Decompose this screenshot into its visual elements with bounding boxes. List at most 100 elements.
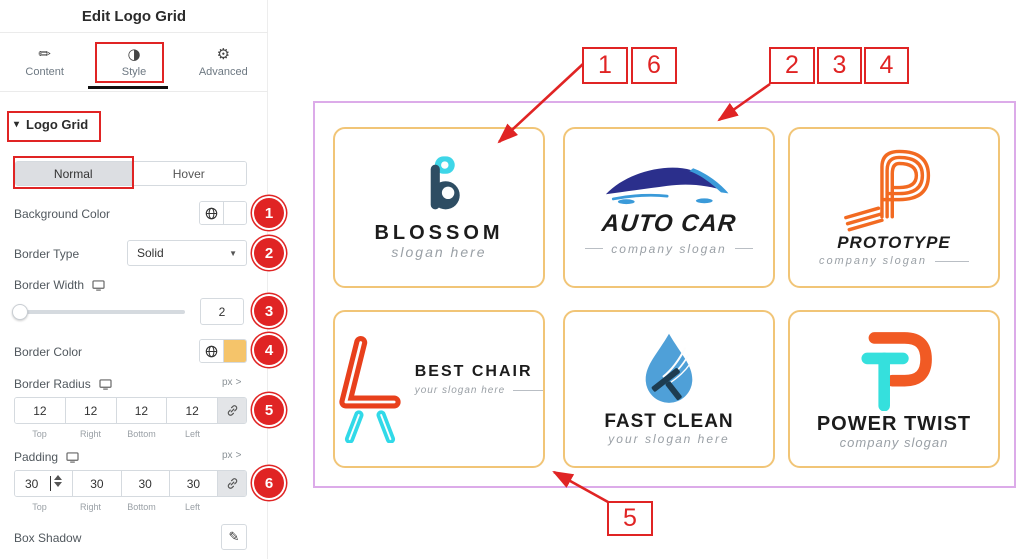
link-values-button[interactable]: [217, 398, 246, 423]
logo-name: POWER TWIST: [816, 412, 972, 435]
auto-car-logo-icon: [605, 167, 729, 205]
border-width-slider[interactable]: [12, 304, 185, 320]
border-width-input[interactable]: [200, 298, 244, 325]
blossom-logo-icon: [430, 155, 460, 209]
dim-bottom-label: Bottom: [127, 502, 156, 512]
logo-name: AUTO CAR: [600, 210, 738, 238]
logo-card-auto-car[interactable]: AUTO CAR company slogan: [563, 127, 775, 288]
border-radius-label: Border Radius: [14, 377, 112, 391]
border-radius-bottom-input[interactable]: [115, 398, 167, 423]
state-normal-button[interactable]: Normal: [16, 162, 131, 185]
dim-bottom-label: Bottom: [127, 429, 156, 439]
padding-top-stepper[interactable]: [54, 475, 62, 487]
border-radius-left-input[interactable]: [166, 398, 217, 423]
callout-circle-1: 1: [254, 198, 284, 228]
logo-card-prototype[interactable]: PROTOTYPE company slogan: [788, 127, 1000, 288]
dim-left-label: Left: [184, 502, 200, 512]
background-color-swatch[interactable]: [222, 202, 246, 224]
tab-advanced-label: Advanced: [198, 65, 248, 78]
border-type-value: Solid: [137, 246, 164, 260]
border-width-label-text: Border Width: [14, 278, 85, 292]
border-color-picker[interactable]: [199, 339, 247, 363]
section-caret-icon: ▾: [14, 119, 20, 130]
callout-box-4: 4: [864, 47, 909, 84]
state-switcher: Normal Hover: [15, 161, 247, 186]
section-title: Logo Grid: [26, 117, 89, 132]
fast-clean-logo-icon: [645, 333, 693, 403]
padding-right-input[interactable]: [72, 471, 121, 496]
padding-unit-select[interactable]: px ˃: [222, 450, 241, 461]
logo-name: FAST CLEAN: [604, 410, 734, 432]
box-shadow-label: Box Shadow: [14, 531, 82, 545]
dim-top-label: Top: [32, 429, 47, 439]
padding-inputs: [14, 470, 247, 497]
callout-circle-6: 6: [254, 468, 284, 498]
global-colors-icon[interactable]: [200, 202, 223, 224]
state-hover-button[interactable]: Hover: [130, 162, 246, 185]
chevron-down-icon: ˃: [235, 450, 242, 461]
logo-card-best-chair[interactable]: BEST CHAIR your slogan here: [333, 310, 545, 468]
dim-right-label: Right: [79, 429, 101, 439]
logo-slogan: slogan here: [391, 243, 487, 260]
border-color-label: Border Color: [14, 345, 83, 359]
panel-tabs: ✏ Content ◑ Style ⚙ Advanced: [0, 33, 268, 92]
best-chair-logo-icon: [339, 336, 401, 443]
slogan-rule-right: [734, 248, 753, 250]
link-values-button[interactable]: [217, 471, 246, 496]
logo-slogan: company slogan: [611, 241, 727, 256]
tab-content[interactable]: ✏ Content: [0, 33, 89, 91]
desktop-icon[interactable]: [66, 451, 79, 463]
callout-box-1: 1: [582, 47, 628, 84]
tab-style[interactable]: ◑ Style: [89, 33, 178, 91]
border-radius-unit-select[interactable]: px ˃: [222, 377, 241, 388]
background-color-picker[interactable]: [199, 201, 247, 225]
tab-advanced[interactable]: ⚙ Advanced: [179, 33, 268, 91]
desktop-icon[interactable]: [99, 378, 112, 390]
logo-card-fast-clean[interactable]: FAST CLEAN your slogan here: [563, 310, 775, 468]
background-color-label: Background Color: [14, 207, 111, 221]
padding-unit: px: [222, 450, 233, 461]
logo-name: BLOSSOM: [374, 221, 504, 244]
slogan-rule-right: [935, 260, 970, 262]
logo-name: BEST CHAIR: [414, 363, 533, 380]
box-shadow-edit-button[interactable]: ✎: [221, 524, 247, 550]
border-radius-top-input[interactable]: [15, 398, 65, 423]
dim-right-label: Right: [79, 502, 101, 512]
logo-name: PROTOTYPE: [837, 232, 951, 252]
desktop-icon[interactable]: [92, 279, 105, 291]
style-contrast-icon: ◑: [127, 44, 141, 63]
logo-slogan: company slogan: [839, 434, 949, 450]
logo-card-blossom[interactable]: BLOSSOM slogan here: [333, 127, 545, 288]
border-width-label: Border Width: [14, 278, 105, 292]
border-type-select[interactable]: Solid ▼: [127, 240, 247, 266]
global-colors-icon[interactable]: [200, 340, 223, 362]
settings-panel: Edit Logo Grid ✏ Content ◑ Style ⚙ Advan…: [0, 0, 284, 559]
logo-slogan: your slogan here: [414, 384, 506, 396]
padding-top-input[interactable]: [15, 471, 73, 496]
callout-box-3: 3: [817, 47, 862, 84]
logo-card-power-twist[interactable]: POWER TWIST company slogan: [788, 310, 1000, 468]
border-radius-unit: px: [222, 377, 233, 388]
callout-box-6: 6: [631, 47, 677, 84]
gear-icon: ⚙: [216, 44, 231, 63]
border-width-slider-handle[interactable]: [12, 304, 28, 320]
padding-dim-labels: Top Right Bottom Left: [14, 502, 218, 512]
padding-label-text: Padding: [14, 450, 59, 464]
tab-style-label: Style: [121, 65, 147, 78]
callout-circle-5: 5: [254, 395, 284, 425]
border-radius-dim-labels: Top Right Bottom Left: [14, 429, 218, 439]
logo-slogan: company slogan: [818, 255, 928, 268]
panel-title: Edit Logo Grid: [0, 0, 268, 33]
chevron-down-icon: ▼: [229, 248, 237, 258]
border-color-swatch[interactable]: [222, 340, 246, 362]
border-type-label: Border Type: [14, 247, 80, 261]
padding-bottom-input[interactable]: [120, 471, 169, 496]
section-logo-grid[interactable]: ▾ Logo Grid: [14, 117, 88, 132]
border-radius-right-input[interactable]: [64, 398, 116, 423]
prototype-logo-icon: [844, 149, 931, 232]
logo-slogan: your slogan here: [608, 432, 730, 447]
active-tab-underline: [88, 86, 168, 89]
border-radius-inputs: [14, 397, 247, 424]
tab-content-label: Content: [25, 65, 64, 78]
padding-left-input[interactable]: [168, 471, 217, 496]
